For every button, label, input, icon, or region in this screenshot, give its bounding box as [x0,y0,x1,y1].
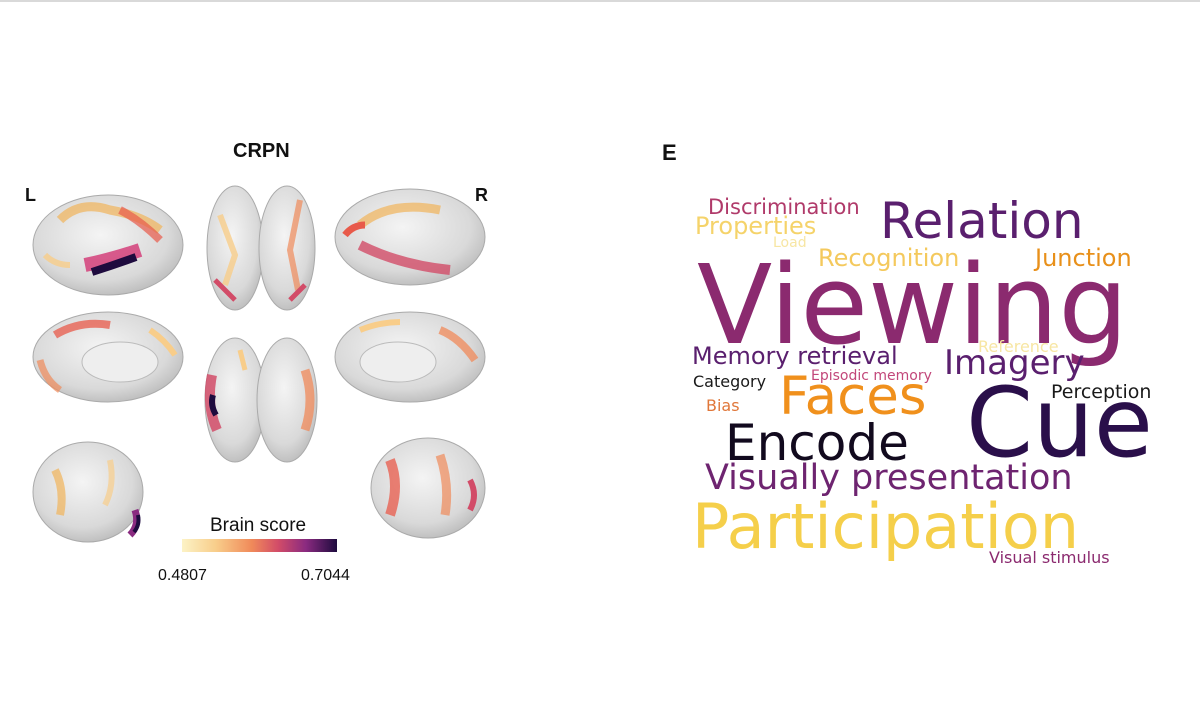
panel-letter: E [662,140,677,165]
brain-left-medial [32,311,184,403]
left-hemisphere-label: L [25,185,36,205]
brain-inferior-view [204,337,318,463]
word-cue: Cue [966,367,1153,479]
colorbar-max: 0.7044 [301,567,350,584]
brain-anterior-view [370,437,486,539]
word-bias: Bias [706,396,740,415]
word-visual-stimulus: Visual stimulus [989,548,1110,567]
word-load: Load [773,235,807,251]
word-category: Category [693,372,767,391]
word-junction: Junction [1035,244,1132,272]
colorbar-min: 0.4807 [158,567,207,584]
word-imagery: Imagery [944,343,1085,383]
word-participation: Participation [692,490,1080,563]
colorbar-label: Brain score [210,515,307,536]
word-visually-presentation: Visually presentation [705,458,1073,498]
word-perception: Perception [1051,381,1152,403]
colorbar [182,539,337,552]
brain-right-lateral [334,188,486,286]
word-reference: Reference [978,337,1059,356]
brain-superior-view [206,185,316,311]
word-recognition: Recognition [818,244,960,272]
word-episodic-memory: Episodic memory [811,368,932,384]
brain-left-lateral [32,194,184,296]
word-discrimination: Discrimination [708,195,860,219]
word-memory-retrieval: Memory retrieval [692,342,898,370]
brain-renderings [32,185,486,543]
word-properties: Properties [695,212,817,240]
top-border [0,0,1200,2]
brain-posterior-view [32,441,144,543]
word-relation: Relation [880,192,1084,250]
right-hemisphere-label: R [475,185,488,205]
word-encode: Encode [725,414,909,472]
figure-title: CRPN [233,140,290,162]
brain-right-medial [334,311,486,403]
word-faces: Faces [779,366,927,427]
word-viewing: Viewing [697,241,1129,369]
